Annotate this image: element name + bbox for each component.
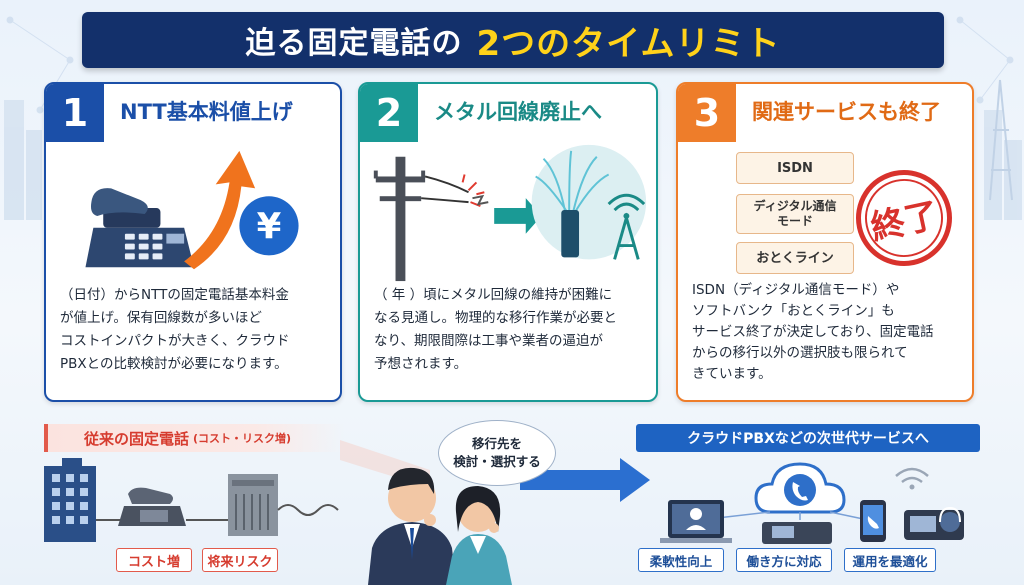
- cloud-pbx-icon: [754, 462, 846, 514]
- service-tag-digital-mode: ディジタル通信 モード: [736, 194, 854, 234]
- smartphone-icon: [860, 500, 886, 542]
- office-building-icon: [44, 458, 96, 542]
- card-title: 関連サービスも終了: [752, 100, 941, 124]
- card-description: （日付）からNTTの固定電話基本料金 が値上げ。保有回線数が多いほど コストイン…: [60, 287, 290, 372]
- future-risk-tag: 将来リスク: [202, 548, 278, 572]
- arrow-up-icon: [184, 150, 256, 270]
- desk-phone-icon: [85, 188, 194, 268]
- service-tag-otoku-line: おとくライン: [736, 242, 854, 274]
- flexibility-tag: 柔軟性向上: [638, 548, 724, 572]
- laptop-video-call-icon: [660, 500, 732, 543]
- transition-arrow: [520, 458, 650, 502]
- arrow-right-icon: [494, 198, 542, 234]
- card-title: NTT基本料値上げ: [120, 100, 293, 124]
- businessman-figure: [368, 467, 456, 585]
- svg-text:¥: ¥: [257, 207, 282, 248]
- metal-to-fiber-illustration: [373, 144, 647, 282]
- antenna-tower-icon: [607, 193, 646, 260]
- card-title: メタル回線廃止へ: [434, 100, 602, 124]
- headset-operator-icon: [904, 506, 964, 540]
- fiber-optic-cable-icon: [535, 150, 610, 213]
- card-number-badge: 2: [360, 84, 418, 142]
- card-ntt-price-increase: 1 NTT基本料値上げ ¥ （日付）からNTTの固定電話基本料金 が値上げ。保有…: [44, 82, 342, 402]
- workstyle-tag: 働き方に対応: [736, 548, 832, 572]
- businesswoman-figure: [446, 486, 512, 585]
- card-metal-line-abolition: 2 メタル回線廃止へ （ 年 ）頃にメタル回線の維持が困難に なる見通し。物理的…: [358, 82, 658, 402]
- service-end-stamp: 終了: [847, 161, 961, 275]
- card-related-service-end: 3 関連サービスも終了 ISDN ディジタル通信 モード おとくライン 終了 I…: [676, 82, 974, 402]
- thought-bubble: 移行先を 検討・選択する: [438, 420, 556, 486]
- page-title-highlight: 2つのタイムリミト: [476, 23, 781, 64]
- wifi-icon: [895, 467, 929, 484]
- pbx-equipment-icon: [228, 474, 278, 536]
- service-tag-isdn: ISDN: [736, 152, 854, 184]
- card-number-badge: 1: [46, 84, 104, 142]
- page-title-banner: 迫る固定電話の 2つのタイムリミト: [82, 12, 944, 68]
- ip-phone-icon: [762, 522, 832, 544]
- card-description: （ 年 ）頃にメタル回線の維持が困難に なる見通し。物理的な移行作業が必要と な…: [374, 287, 617, 372]
- yen-icon: [239, 196, 299, 256]
- old-desk-phone-icon: [118, 487, 186, 526]
- next-gen-service-label: クラウドPBXなどの次世代サービスへ: [636, 424, 980, 452]
- optimize-operations-tag: 運用を最適化: [844, 548, 936, 572]
- card-description: ISDN（ディジタル通信モード）や ソフトバンク「おとくライン」も サービス終了…: [692, 282, 934, 382]
- broken-cable-spark-icon: [461, 174, 485, 207]
- phone-price-up-illustration: ¥: [85, 150, 299, 270]
- utility-pole-icon: [373, 156, 426, 282]
- page-title: 迫る固定電話の: [245, 26, 463, 61]
- card-number-badge: 3: [678, 84, 736, 142]
- legacy-phone-label: 従来の固定電話 (コスト・リスク増): [44, 424, 344, 452]
- cost-increase-tag: コスト増: [116, 548, 192, 572]
- migration-illustration: [44, 440, 964, 585]
